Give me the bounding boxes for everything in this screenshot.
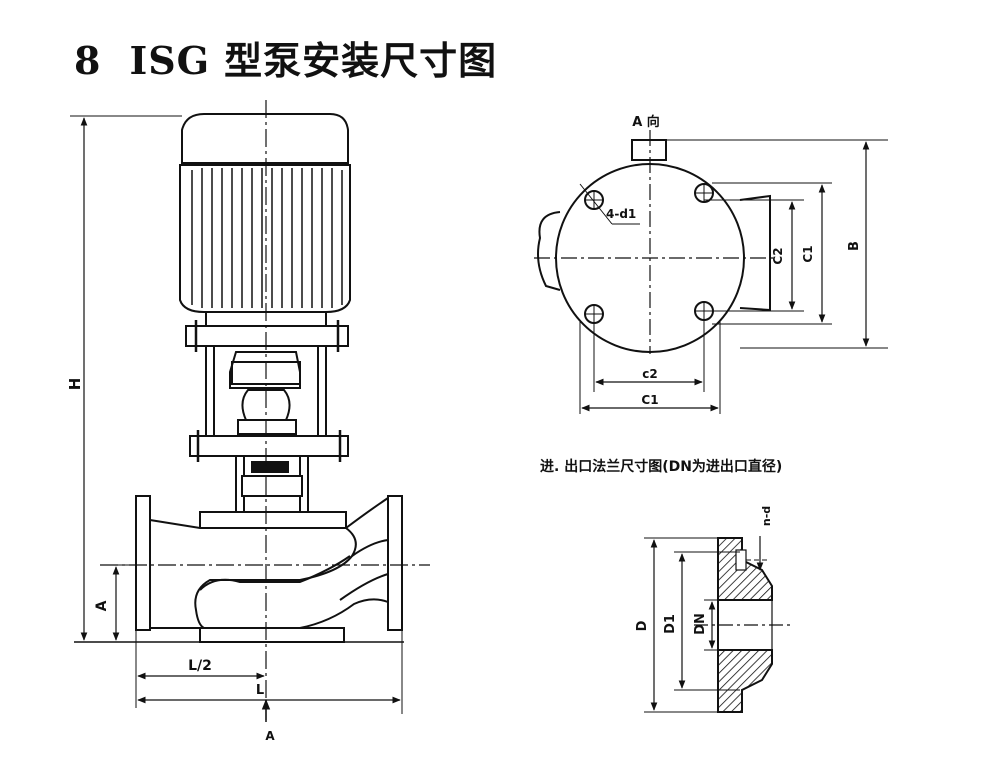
front-view xyxy=(70,100,430,722)
motor-body xyxy=(179,164,351,313)
label-A: A xyxy=(94,600,110,611)
label-A-bottom: A xyxy=(265,729,275,743)
outlet-flange xyxy=(387,495,403,631)
label-C2-vertical: C2 xyxy=(771,247,785,264)
label-L-half: L/2 xyxy=(188,658,212,674)
label-B: B xyxy=(847,241,862,251)
label-A-direction: A 向 xyxy=(632,114,660,130)
pump-flange xyxy=(199,511,347,529)
top-view xyxy=(534,130,888,414)
flange-caption: 进. 出口法兰尺寸图(DN为进出口直径) xyxy=(540,459,783,475)
label-D: D xyxy=(635,620,650,631)
page-title: 8 ISG 型泵安装尺寸图 xyxy=(74,30,497,85)
label-C1-vertical: C1 xyxy=(801,245,815,262)
label-H: H xyxy=(66,378,84,391)
label-DN: DN xyxy=(693,613,708,635)
label-4-d1: 4-d1 xyxy=(606,207,636,221)
upper-flange xyxy=(185,325,349,347)
flange-section xyxy=(644,536,790,713)
title-model: ISG xyxy=(129,38,211,83)
label-L: L xyxy=(256,683,264,698)
title-number: 8 xyxy=(74,38,102,83)
label-D1: D1 xyxy=(663,614,678,634)
title-text: 型泵安装尺寸图 xyxy=(224,38,498,83)
flange-hatched-bottom xyxy=(717,649,773,713)
coupling xyxy=(229,351,301,389)
motor-cap xyxy=(181,113,349,164)
pump-casing xyxy=(149,518,357,629)
label-c2: c2 xyxy=(642,367,657,381)
base-plate xyxy=(199,627,345,643)
label-n-d: n-d xyxy=(760,506,773,526)
middle-flange xyxy=(189,435,349,457)
inlet-flange xyxy=(135,495,151,631)
motor-fins xyxy=(191,168,343,308)
label-C1: C1 xyxy=(641,393,658,407)
